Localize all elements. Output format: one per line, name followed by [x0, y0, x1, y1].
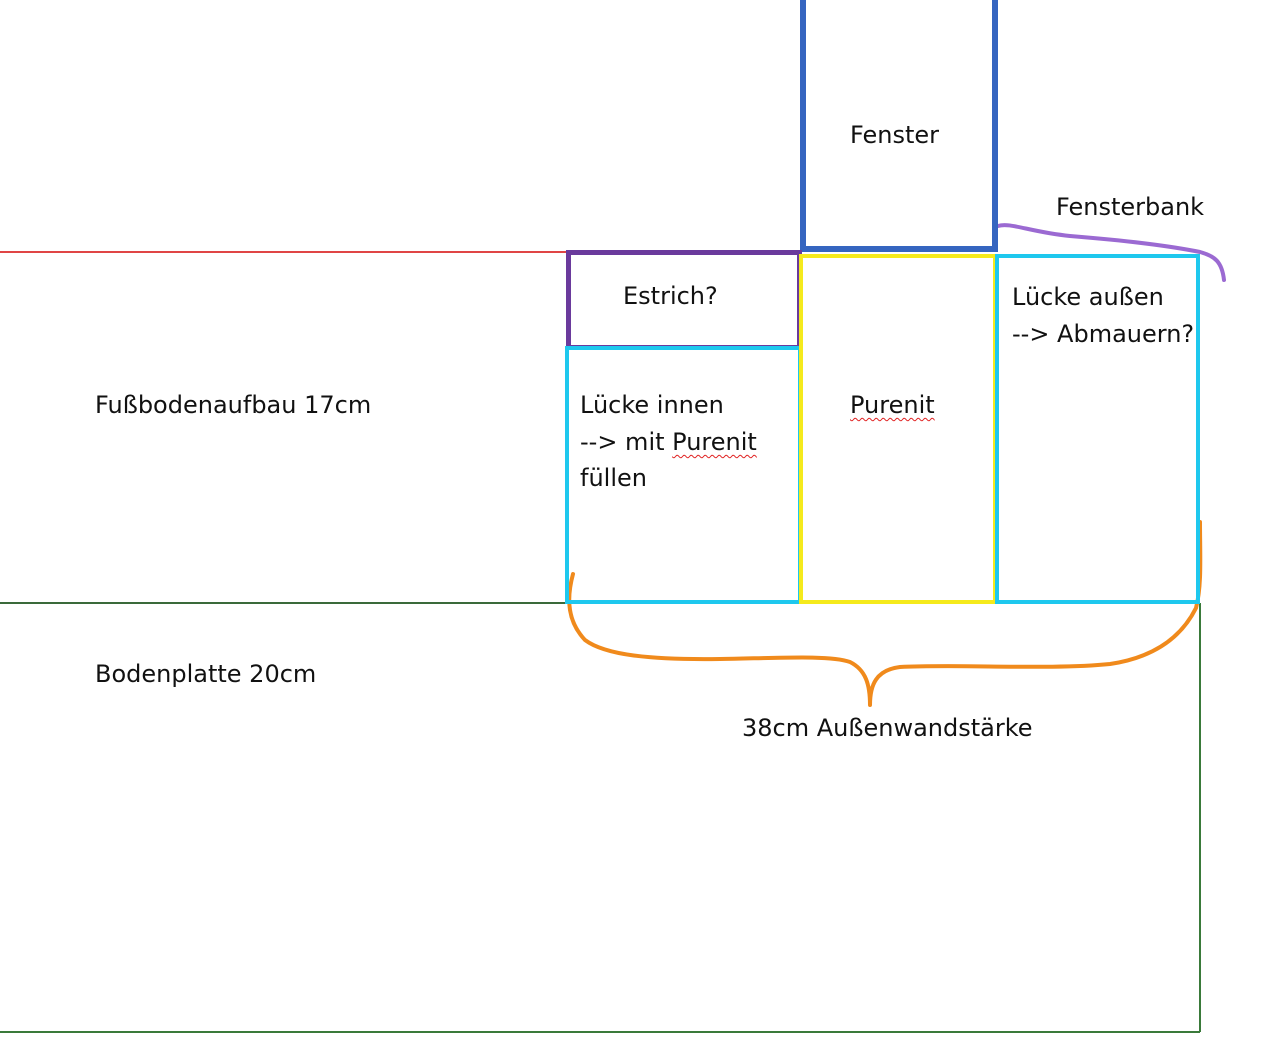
purenit-box [799, 254, 997, 604]
floor-buildup-label: Fußbodenaufbau 17cm [95, 391, 372, 419]
window-sill-label: Fensterbank [1056, 193, 1205, 221]
gap-inside-label-line3: füllen [580, 464, 647, 492]
screed-label: Estrich? [623, 282, 718, 310]
base-slab-label: Bodenplatte 20cm [95, 660, 317, 688]
gap-outside-label-line1: Lücke außen [1012, 283, 1164, 311]
wall-thickness-brace [567, 520, 1203, 707]
wall-thickness-label: 38cm Außenwandstärke [742, 714, 1033, 742]
gap-inside-label-line1: Lücke innen [580, 391, 724, 419]
window-box [800, 0, 998, 252]
window-label: Fenster [850, 121, 940, 149]
gap-outside-box [995, 254, 1200, 604]
gap-inside-label-purenit: Purenit [672, 428, 757, 456]
gap-outside-label-line2: --> Abmauern? [1012, 320, 1195, 348]
gap-inside-label-arrow-text: --> mit [580, 428, 673, 456]
purenit-label: Purenit [850, 391, 935, 419]
gap-inside-label-line2: --> mit Purenit [580, 424, 757, 461]
window-sill-stroke [996, 223, 1226, 282]
